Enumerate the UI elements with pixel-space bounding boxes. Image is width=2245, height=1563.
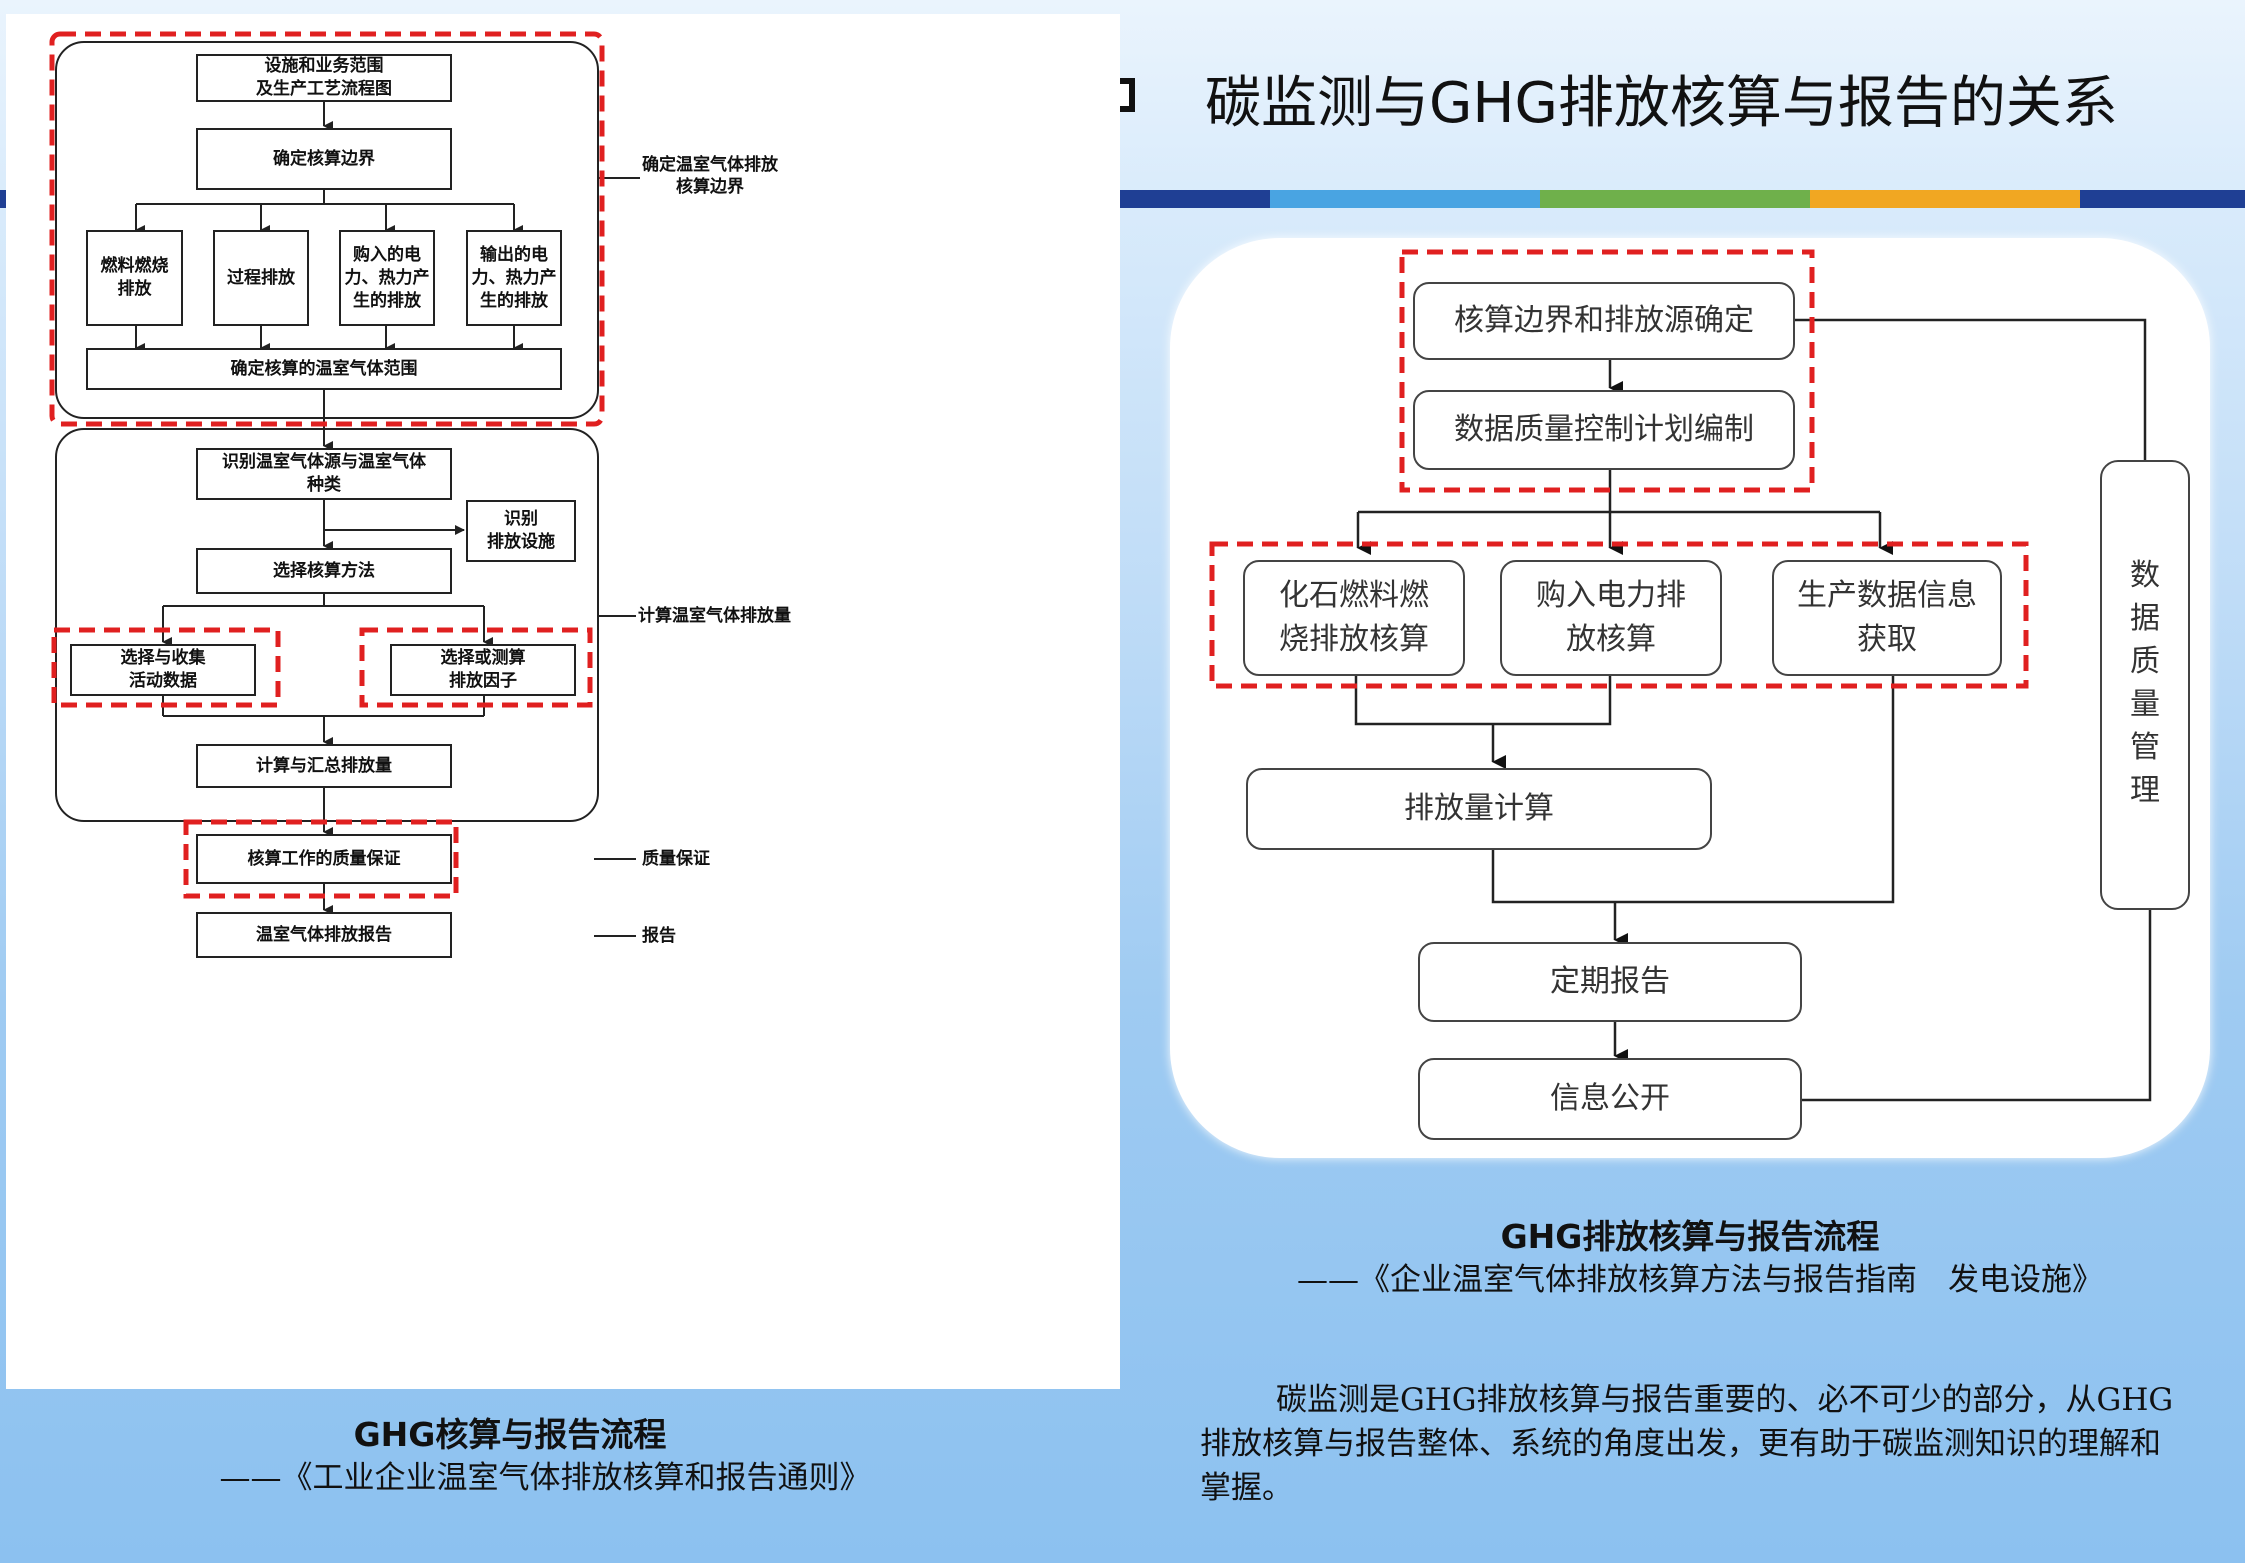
left-caption-title: GHG核算与报告流程 bbox=[353, 1415, 667, 1454]
box-identify-sources: 识别温室气体源与温室气体 种类 bbox=[196, 448, 452, 500]
stripe-green bbox=[1540, 190, 1810, 208]
annotation-qa: 质量保证 bbox=[642, 849, 710, 869]
left-connectors bbox=[49, 31, 640, 937]
box-qc-plan: 数据质量控制计划编制 bbox=[1413, 390, 1795, 470]
box-emission-factor: 选择或测算 排放因子 bbox=[390, 644, 576, 696]
box-process-emission: 过程排放 bbox=[213, 230, 309, 326]
box-fossil-fuel: 化石燃料燃 烧排放核算 bbox=[1243, 560, 1465, 676]
box-exported-energy: 输出的电 力、热力产 生的排放 bbox=[466, 230, 562, 326]
box-info-disclosure: 信息公开 bbox=[1418, 1058, 1802, 1140]
stripe-light-blue bbox=[1270, 190, 1540, 208]
stripe-dark-blue bbox=[1120, 190, 1270, 208]
slide-title: 碳监测与GHG排放核算与报告的关系 bbox=[1205, 71, 2118, 136]
description-paragraph: 碳监测是GHG排放核算与报告重要的、必不可少的部分，从GHG排放核算与报告整体、… bbox=[1200, 1382, 2174, 1506]
box-production-data: 生产数据信息 获取 bbox=[1772, 560, 2002, 676]
box-facility-scope: 设施和业务范围 及生产工艺流程图 bbox=[196, 54, 452, 102]
box-identify-facilities: 识别 排放设施 bbox=[466, 500, 576, 562]
annotation-report: 报告 bbox=[642, 926, 676, 946]
left-caption-source: ——《工业企业温室气体排放核算和报告通则》 bbox=[219, 1460, 871, 1496]
box-quality-assurance: 核算工作的质量保证 bbox=[196, 834, 452, 884]
box-ghg-range: 确定核算的温室气体范围 bbox=[86, 348, 562, 390]
right-caption-source: ——《企业温室气体排放核算方法与报告指南 发电设施》 bbox=[1297, 1262, 2103, 1298]
stripe-orange bbox=[1810, 190, 2080, 208]
box-boundary-sources: 核算边界和排放源确定 bbox=[1413, 282, 1795, 360]
box-activity-data: 选择与收集 活动数据 bbox=[70, 644, 256, 696]
box-determine-boundary: 确定核算边界 bbox=[196, 128, 452, 190]
left-flowchart-document: 设施和业务范围 及生产工艺流程图 确定核算边界 燃料燃烧 排放 过程排放 购入的… bbox=[6, 14, 1120, 1389]
right-caption-title: GHG排放核算与报告流程 bbox=[1500, 1217, 1880, 1256]
box-data-quality-management: 数 据 质 量 管 理 bbox=[2100, 460, 2190, 910]
box-purchased-electricity: 购入电力排 放核算 bbox=[1500, 560, 1722, 676]
annotation-calc: 计算温室气体排放量 bbox=[638, 606, 791, 626]
box-purchased-energy: 购入的电 力、热力产 生的排放 bbox=[339, 230, 435, 326]
box-calc-total: 计算与汇总排放量 bbox=[196, 744, 452, 788]
box-emission-calc: 排放量计算 bbox=[1246, 768, 1712, 850]
box-ghg-report: 温室气体排放报告 bbox=[196, 912, 452, 958]
annotation-boundary: 确定温室气体排放 核算边界 bbox=[642, 155, 778, 197]
box-select-method: 选择核算方法 bbox=[196, 548, 452, 594]
box-fuel-combustion: 燃料燃烧 排放 bbox=[86, 230, 183, 326]
stripe-dark-blue-right bbox=[2080, 190, 2245, 208]
box-periodic-report: 定期报告 bbox=[1418, 942, 1802, 1022]
